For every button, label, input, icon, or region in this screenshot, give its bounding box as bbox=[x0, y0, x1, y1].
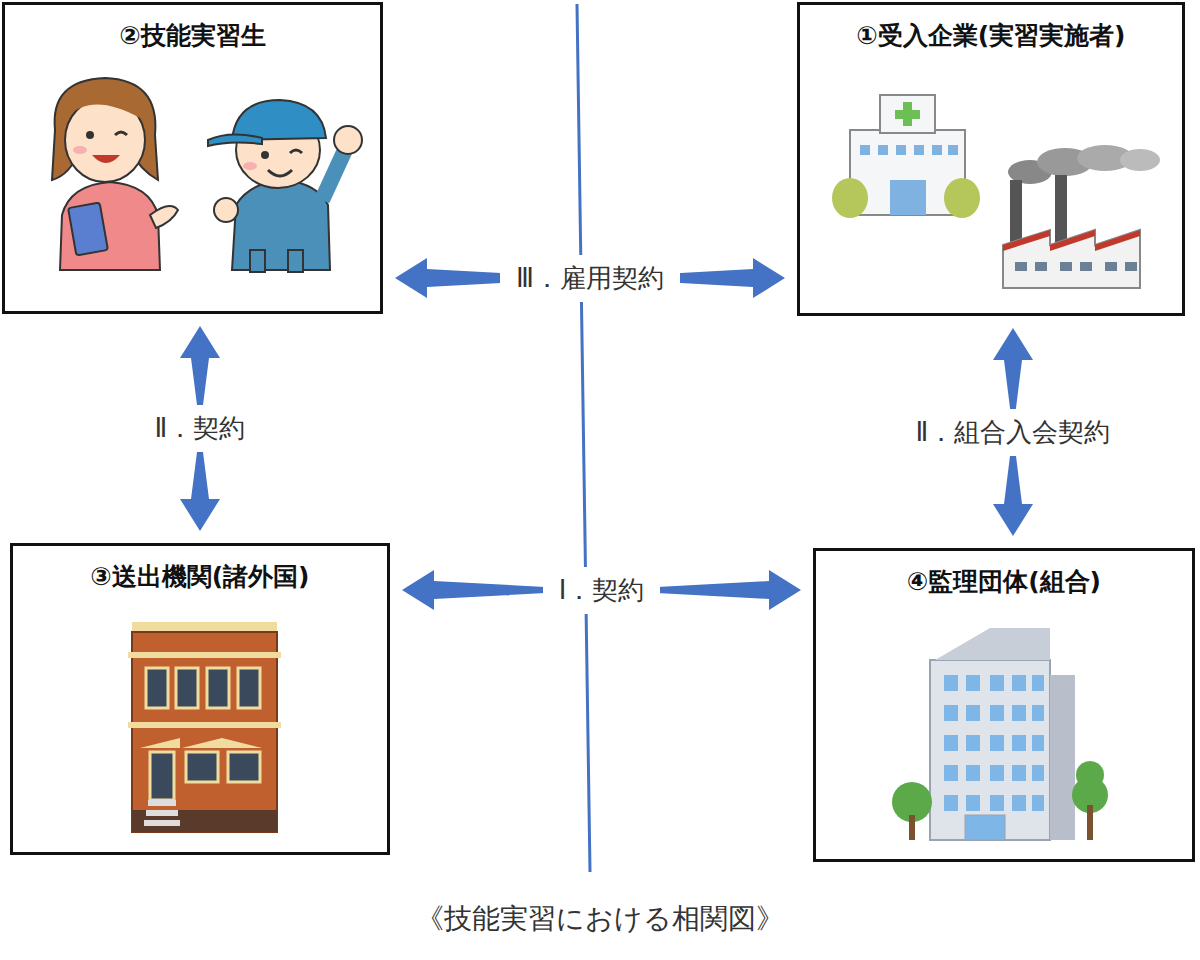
box-title: ③送出機関(諸外国) bbox=[13, 560, 387, 593]
hospital-icon bbox=[832, 95, 980, 218]
figure-caption: 《技能実習における相関図》 bbox=[0, 900, 1200, 938]
box-title: ①受入企業(実習実施者) bbox=[800, 19, 1182, 52]
edge-label: Ⅰ．契約 bbox=[543, 567, 661, 614]
woman-figure bbox=[52, 78, 178, 270]
box-title: ②技能実習生 bbox=[5, 19, 380, 52]
office-building-icon bbox=[892, 628, 1108, 840]
entity-box: ④監理団体(組合) bbox=[813, 548, 1195, 862]
entity-box: ②技能実習生 bbox=[2, 2, 383, 314]
worker-figure bbox=[208, 100, 362, 272]
entity-box: ③送出機関(諸外国) bbox=[10, 543, 390, 855]
factory-icon bbox=[1003, 145, 1160, 288]
divider-line bbox=[577, 4, 590, 872]
edge-label: Ⅱ．組合入会契約 bbox=[900, 409, 1127, 456]
edge-label: Ⅲ．雇用契約 bbox=[500, 255, 680, 302]
entity-box: ①受入企業(実習実施者) bbox=[797, 2, 1185, 316]
edge-label: Ⅱ．契約 bbox=[139, 405, 262, 452]
brick-building-icon bbox=[128, 622, 281, 832]
box-title: ④監理団体(組合) bbox=[816, 565, 1192, 598]
